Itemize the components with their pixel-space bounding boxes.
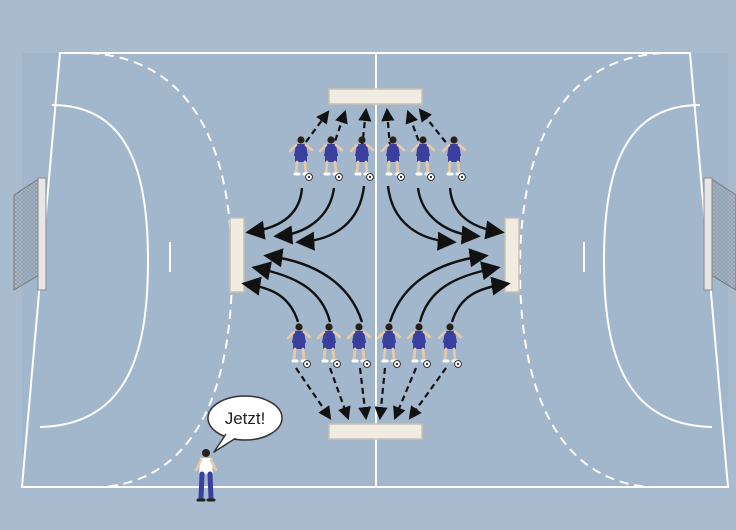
right-handball-goal-icon xyxy=(704,178,736,290)
mini-goal-right-icon xyxy=(505,218,519,292)
mini-goal-left-icon xyxy=(230,218,244,292)
mini-goal-bottom-icon xyxy=(329,424,422,439)
speech-bubble-text: Jetzt! xyxy=(225,409,266,428)
mini-goal-top-icon xyxy=(329,89,422,104)
left-handball-goal-icon xyxy=(14,178,46,290)
